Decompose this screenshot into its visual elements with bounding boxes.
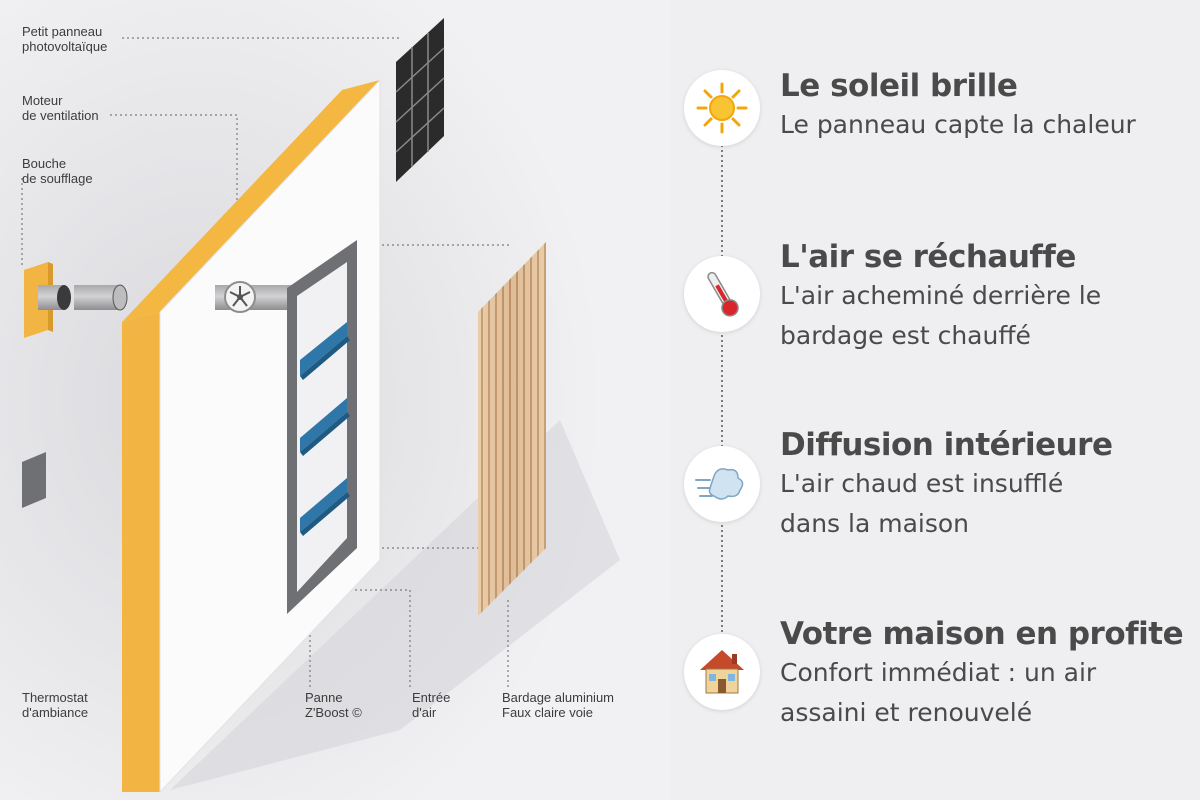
label-air-inlet: Entrée d'air: [412, 690, 451, 720]
step-2-icon-circle: [684, 256, 760, 332]
step-2-desc: L'air acheminé derrière le bardage est c…: [780, 281, 1102, 350]
thermostat-device: [22, 452, 46, 508]
step-3-icon-circle: [684, 446, 760, 522]
wind-icon: [695, 468, 744, 500]
fan-motor: [224, 281, 256, 313]
label-zboost: Panne Z'Boost ©: [305, 690, 362, 720]
label-cladding: Bardage aluminium Faux claire voie: [502, 690, 615, 720]
step-4-desc: Confort immédiat : un air assaini et ren…: [780, 658, 1097, 727]
step-4-title: Votre maison en profite: [780, 616, 1184, 652]
step-3: Diffusion intérieure L'air chaud est ins…: [780, 426, 1195, 544]
step-1: Le soleil brille Le panneau capte la cha…: [780, 67, 1195, 145]
step-1-title: Le soleil brille: [780, 68, 1018, 104]
outlet-vent: [24, 262, 48, 338]
step-1-icon-circle: [684, 70, 760, 146]
step-2: L'air se réchauffe L'air acheminé derriè…: [780, 238, 1195, 356]
pv-panel: [395, 18, 445, 182]
house-icon: [700, 650, 744, 694]
thermometer-icon: [707, 271, 739, 317]
insulation-front: [122, 312, 160, 792]
label-pv-panel: Petit panneau photovoltaïque: [22, 24, 108, 54]
zboost-panel: [287, 240, 357, 614]
sun-icon: [696, 82, 748, 134]
wall-panel: [159, 78, 381, 794]
step-4: Votre maison en profite Confort immédiat…: [780, 615, 1195, 733]
label-thermostat: Thermostat d'ambiance: [22, 690, 89, 720]
step-1-desc: Le panneau capte la chaleur: [780, 110, 1136, 139]
insulation-top: [122, 80, 380, 322]
label-fan-motor: Moteur de ventilation: [22, 93, 99, 123]
label-outlet: Bouche de soufflage: [22, 156, 93, 186]
step-2-title: L'air se réchauffe: [780, 239, 1076, 275]
step-4-icon-circle: [684, 634, 760, 710]
step-3-title: Diffusion intérieure: [780, 427, 1113, 463]
step-3-desc: L'air chaud est insufflé dans la maison: [780, 469, 1064, 538]
